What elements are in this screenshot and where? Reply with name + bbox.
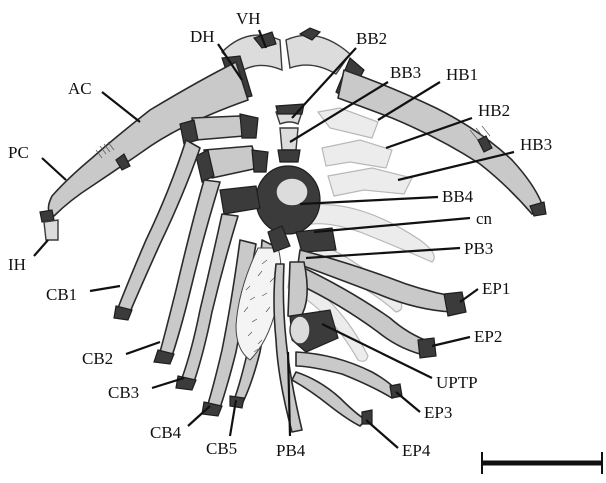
pharyngo-epibranchials xyxy=(268,226,466,432)
label-hb3: HB3 xyxy=(520,135,552,154)
label-bb2: BB2 xyxy=(356,29,387,48)
label-cb2: CB2 xyxy=(82,349,113,368)
leader-cb1 xyxy=(90,286,120,291)
label-bb3: BB3 xyxy=(390,63,421,82)
vh-bone-right xyxy=(286,35,350,74)
leader-bb4 xyxy=(300,197,438,204)
leader-ep4 xyxy=(366,420,398,448)
label-dh: DH xyxy=(190,27,215,46)
label-bb4: BB4 xyxy=(442,187,474,206)
label-ep2: EP2 xyxy=(474,327,502,346)
ih-bone xyxy=(44,220,58,240)
leader-ac xyxy=(102,92,140,122)
label-hb1: HB1 xyxy=(446,65,478,84)
label-hb2: HB2 xyxy=(478,101,510,120)
label-ac: AC xyxy=(68,79,92,98)
leader-ep3 xyxy=(396,392,420,412)
leader-cb2 xyxy=(126,342,160,354)
label-ep1: EP1 xyxy=(482,279,510,298)
leader-ih xyxy=(34,240,48,256)
label-ep3: EP3 xyxy=(424,403,452,422)
pb4-bone xyxy=(288,262,307,318)
label-ih: IH xyxy=(8,255,26,274)
leader-ep2 xyxy=(432,337,470,346)
leader-pc xyxy=(42,158,66,180)
leader-cb4 xyxy=(188,406,210,426)
label-cn: cn xyxy=(476,209,493,228)
label-cb5: CB5 xyxy=(206,439,237,458)
label-pb4: PB4 xyxy=(276,441,306,460)
label-uptp: UPTP xyxy=(436,373,478,392)
label-pc: PC xyxy=(8,143,29,162)
label-ep4: EP4 xyxy=(402,441,431,460)
label-pb3: PB3 xyxy=(464,239,493,258)
label-cb4: CB4 xyxy=(150,423,182,442)
label-cb3: CB3 xyxy=(108,383,139,402)
label-cb1: CB1 xyxy=(46,285,77,304)
scale-bar xyxy=(482,452,602,474)
label-vh: VH xyxy=(236,9,261,28)
